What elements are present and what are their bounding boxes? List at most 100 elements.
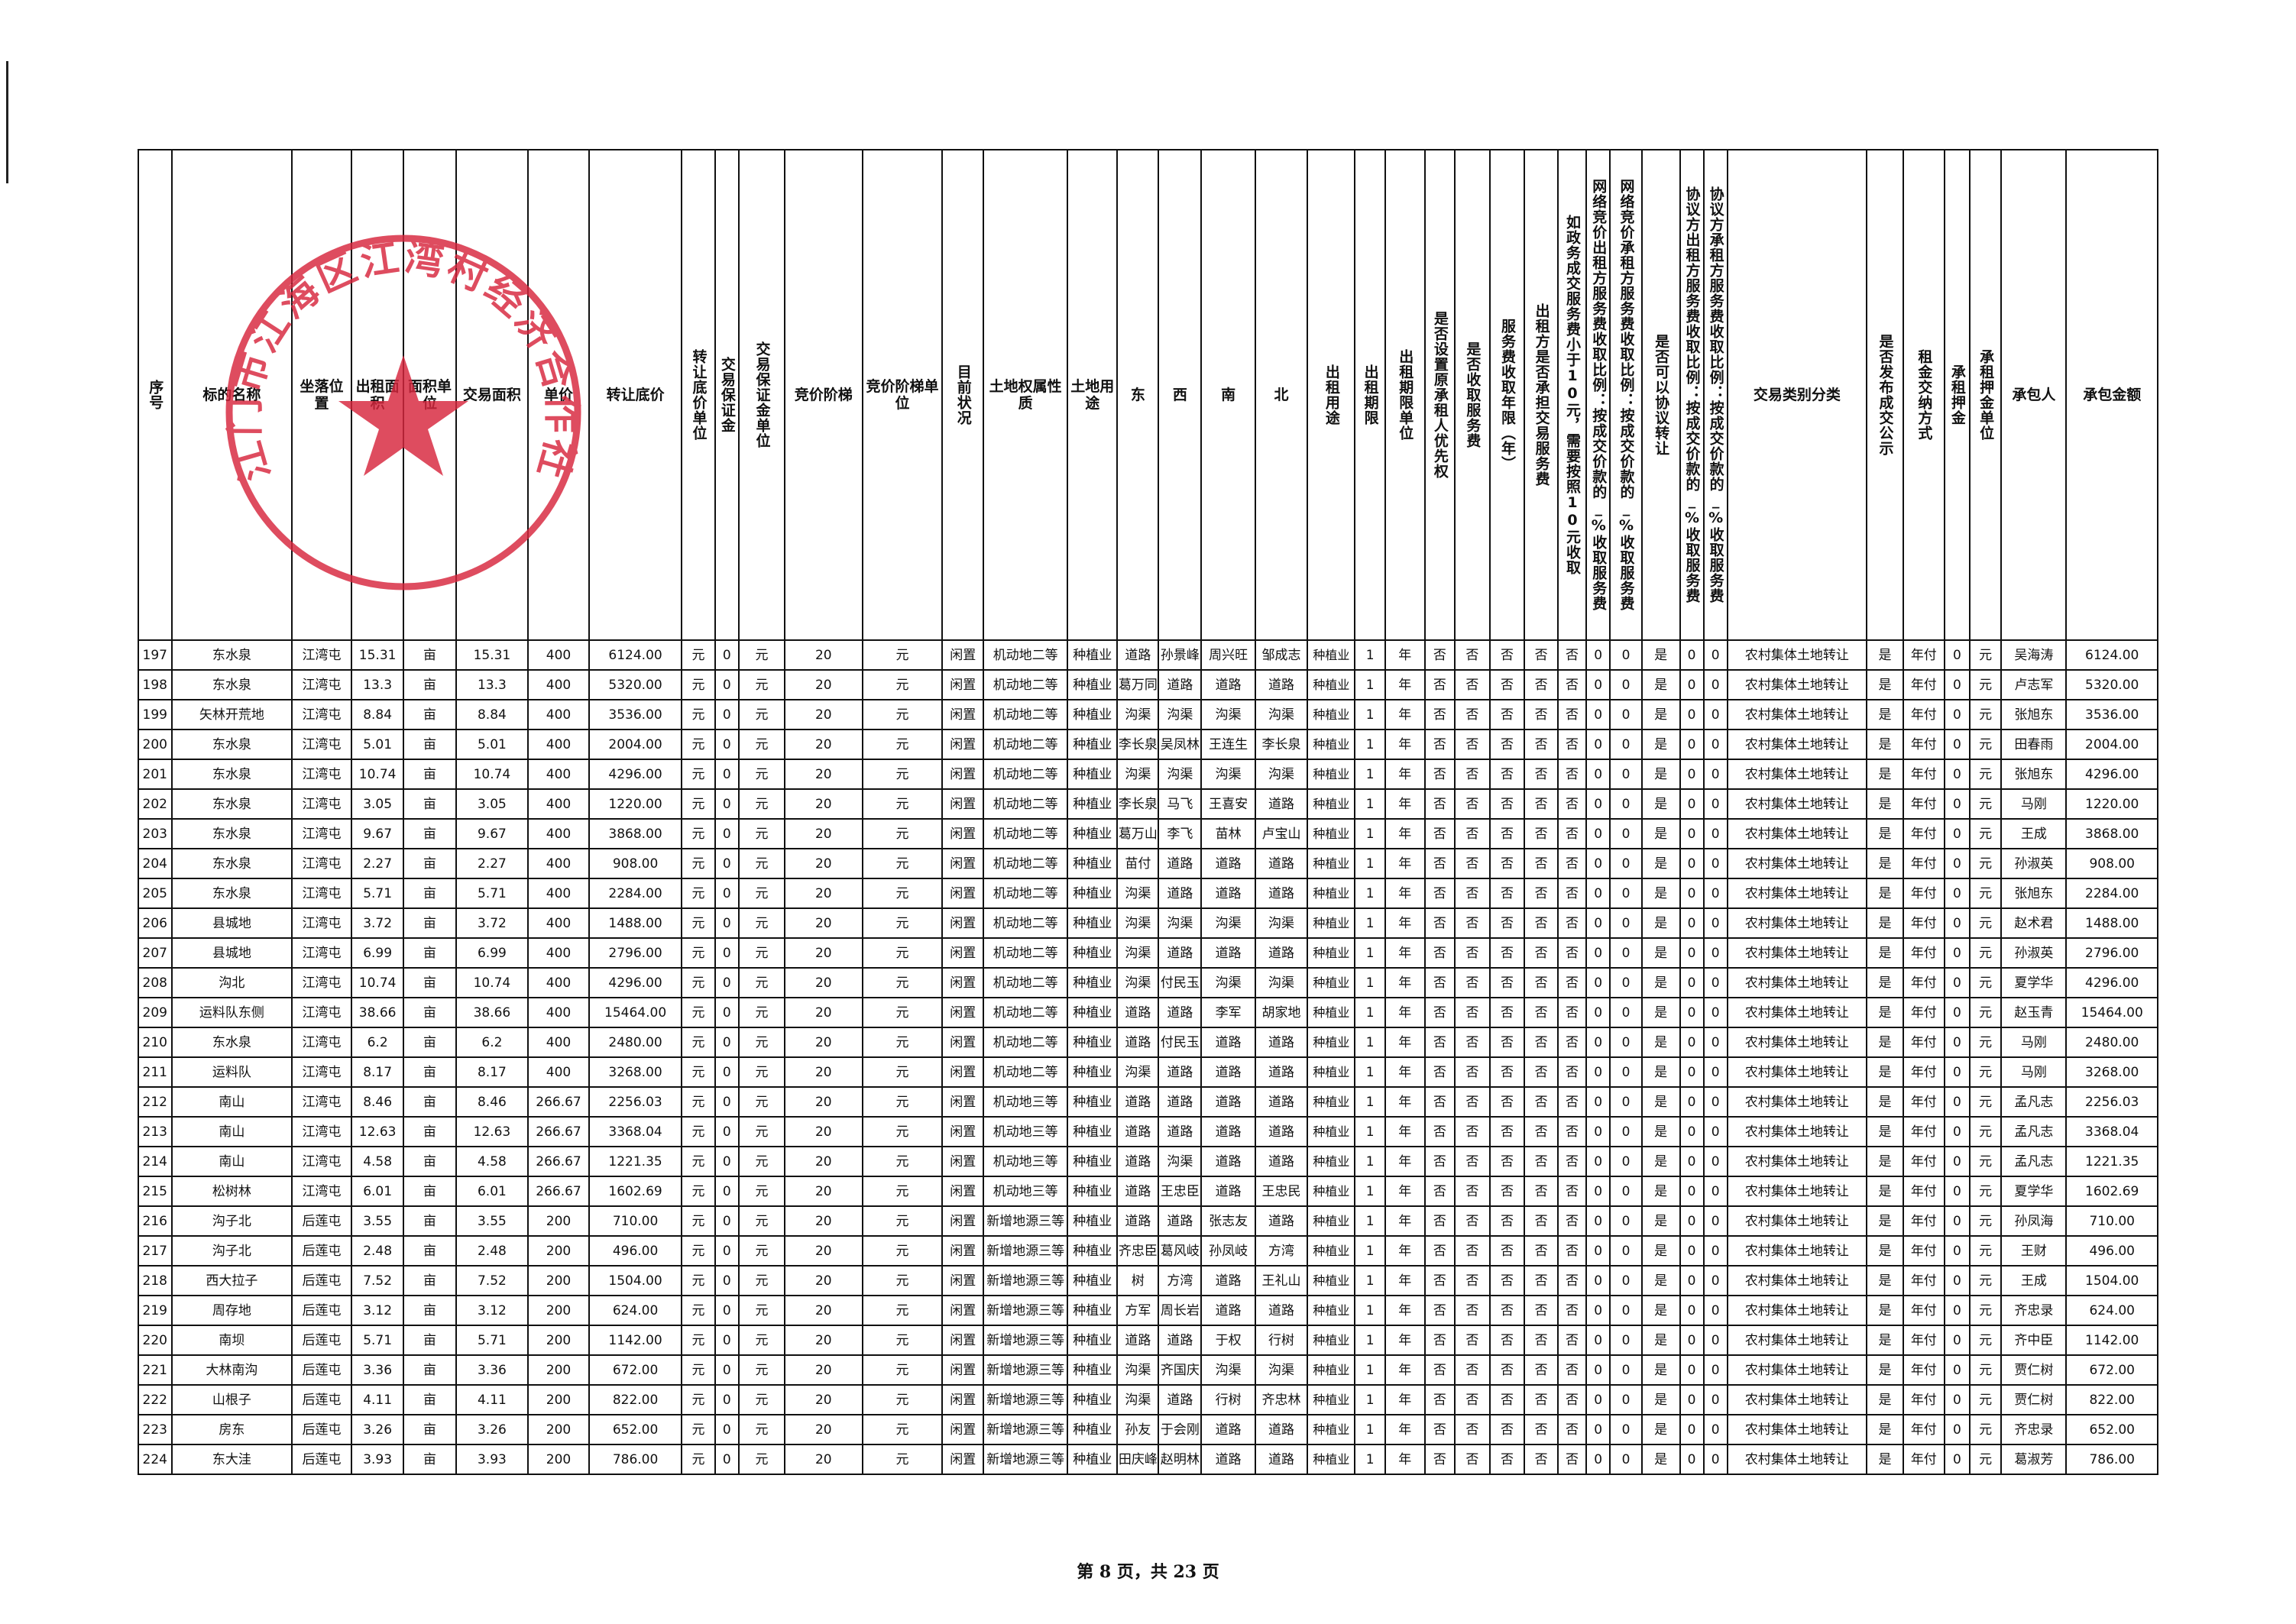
- table-cell: 20: [784, 1027, 863, 1058]
- table-cell: 亩: [403, 788, 457, 820]
- table-cell: 0: [1702, 937, 1728, 969]
- table-cell: 亩: [403, 1086, 457, 1118]
- table-cell: 0: [1702, 1205, 1728, 1237]
- column-header: 出租期限单位: [1384, 149, 1426, 641]
- table-cell: 方湾: [1158, 1265, 1203, 1296]
- table-cell: 0: [1609, 669, 1643, 700]
- table-cell: 0: [1609, 1414, 1643, 1445]
- table-cell: 年付: [1902, 1384, 1945, 1415]
- table-cell: 否: [1556, 669, 1588, 700]
- column-header: 网络竞价承租方服务费收取比例：按成交价款的_%收取服务费: [1609, 149, 1643, 641]
- column-header: 西: [1158, 149, 1203, 641]
- table-cell: 908.00: [2065, 848, 2158, 879]
- table-cell: 沟子北: [170, 1235, 293, 1267]
- table-cell: 年付: [1902, 1027, 1945, 1058]
- table-cell: 0: [714, 1116, 740, 1147]
- table-cell: 否: [1556, 1414, 1588, 1445]
- table-cell: 闲置: [941, 1205, 985, 1237]
- table-cell: 种植业: [1067, 1325, 1119, 1356]
- table-cell: 种植业: [1067, 788, 1119, 820]
- table-cell: 道路: [1254, 1146, 1309, 1177]
- table-cell: 20: [784, 997, 863, 1028]
- table-cell: 沟渠: [1200, 699, 1256, 730]
- table-cell: 元: [861, 759, 944, 790]
- table-cell: 0: [1943, 639, 1971, 671]
- table-cell: 6.2: [455, 1027, 529, 1058]
- table-cell: 种植业: [1067, 1414, 1119, 1445]
- table-cell: 20: [784, 818, 863, 849]
- table-cell: 0: [1702, 1444, 1728, 1475]
- table-cell: 否: [1423, 1295, 1456, 1326]
- table-cell: 是: [1640, 1146, 1681, 1177]
- table-cell: 否: [1488, 1354, 1526, 1386]
- table-cell: 1: [1354, 1027, 1386, 1058]
- table-cell: 0: [1585, 878, 1611, 909]
- table-cell: 0: [714, 1235, 740, 1267]
- table-cell: 道路: [1200, 1265, 1256, 1296]
- table-cell: 元: [681, 759, 716, 790]
- table-cell: 种植业: [1067, 997, 1119, 1028]
- table-cell: 0: [714, 1354, 740, 1386]
- table-cell: 0: [1585, 937, 1611, 969]
- table-cell: 闲置: [941, 1444, 985, 1475]
- table-cell: 205: [138, 878, 173, 909]
- table-cell: 道路: [1116, 639, 1160, 671]
- table-cell: 夏学华: [2000, 1176, 2068, 1207]
- table-cell: 224: [138, 1444, 173, 1475]
- table-cell: 元: [1968, 1325, 2003, 1356]
- table-cell: 否: [1524, 1205, 1559, 1237]
- column-header: 是否收取服务费: [1454, 149, 1491, 641]
- column-header: 如政务成交服务费小于10元，需要按照10元收取: [1556, 149, 1588, 641]
- table-cell: 种植业: [1307, 1235, 1356, 1267]
- table-cell: 道路: [1116, 1146, 1160, 1177]
- column-header: 东: [1116, 149, 1160, 641]
- table-cell: 0: [1702, 1176, 1728, 1207]
- table-cell: 400: [527, 878, 590, 909]
- table-cell: 种植业: [1067, 1384, 1119, 1415]
- table-cell: 道路: [1200, 1414, 1256, 1445]
- table-cell: 否: [1423, 1384, 1456, 1415]
- table-cell: 20: [784, 907, 863, 939]
- table-cell: 道路: [1254, 1444, 1309, 1475]
- table-cell: 20: [784, 1444, 863, 1475]
- table-cell: 沟渠: [1116, 967, 1160, 998]
- table-cell: 400: [527, 639, 590, 671]
- table-cell: 年: [1384, 1325, 1426, 1356]
- table-cell: 0: [714, 669, 740, 700]
- table-cell: 闲置: [941, 1295, 985, 1326]
- table-cell: 否: [1488, 967, 1526, 998]
- table-cell: 是: [1866, 1414, 1904, 1445]
- table-cell: 0: [1943, 729, 1971, 760]
- table-cell: 年付: [1902, 1116, 1945, 1147]
- table-cell: 元: [737, 1414, 786, 1445]
- table-cell: 3.26: [455, 1414, 529, 1445]
- table-cell: 否: [1454, 1146, 1491, 1177]
- table-cell: 1: [1354, 878, 1386, 909]
- table-cell: 0: [1702, 1354, 1728, 1386]
- table-cell: 0: [1609, 997, 1643, 1028]
- table-cell: 机动地二等: [983, 907, 1069, 939]
- table-cell: 东水泉: [170, 788, 293, 820]
- table-cell: 东水泉: [170, 669, 293, 700]
- table-cell: 否: [1556, 848, 1588, 879]
- table-cell: 元: [1968, 878, 2003, 909]
- table-cell: 0: [1609, 848, 1643, 879]
- table-cell: 否: [1423, 937, 1456, 969]
- table-cell: 3868.00: [2065, 818, 2158, 849]
- column-header: 面积单位: [403, 149, 457, 641]
- table-cell: 220: [138, 1325, 173, 1356]
- table-cell: 0: [1943, 907, 1971, 939]
- table-cell: 0: [1609, 639, 1643, 671]
- table-cell: 李军: [1200, 997, 1256, 1028]
- table-cell: 1: [1354, 729, 1386, 760]
- table-cell: 元: [861, 1205, 944, 1237]
- table-cell: 贾仁树: [2000, 1354, 2068, 1386]
- table-cell: 闲置: [941, 699, 985, 730]
- table-cell: 元: [861, 669, 944, 700]
- table-cell: 672.00: [588, 1354, 683, 1386]
- table-cell: 道路: [1254, 669, 1309, 700]
- table-cell: 松树林: [170, 1176, 293, 1207]
- table-cell: 否: [1556, 1325, 1588, 1356]
